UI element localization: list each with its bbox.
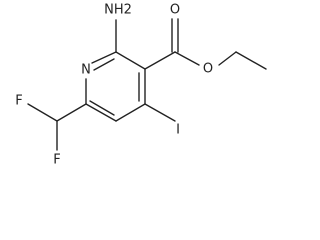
ester-oxygen-label: O	[203, 62, 213, 77]
bond-chf2-f-top	[27, 103, 58, 122]
bond-c5-c6	[85, 103, 117, 122]
iodine-label: I	[176, 123, 180, 138]
bond-n1-c2	[91, 51, 117, 64]
bond-c3-carbonyl	[144, 51, 176, 70]
ring-nitrogen-label: N	[81, 63, 91, 78]
molecule-diagram: NH2 N O O F F I	[15, 3, 267, 168]
bond-c4-c5	[115, 103, 146, 122]
bond-c6-chf2	[56, 103, 87, 122]
carbonyl-oxygen-label: O	[170, 3, 180, 18]
bond-c5-c6-inner	[89, 100, 115, 116]
bond-c4-iodine	[144, 103, 176, 122]
bond-carbonyl-ester-o	[174, 51, 200, 66]
fluorine-top-label: F	[15, 94, 22, 109]
bond-n1-c2-inner	[93, 58, 115, 71]
fluorine-bottom-label: F	[53, 153, 60, 168]
bond-ester-o-ch2	[218, 51, 237, 66]
amino-label: NH2	[104, 3, 132, 18]
bond-ch2-ch3	[235, 51, 267, 70]
bond-c2-c3	[115, 51, 146, 70]
chemical-structure-figure: NH2 N O O F F I	[15, 3, 267, 168]
